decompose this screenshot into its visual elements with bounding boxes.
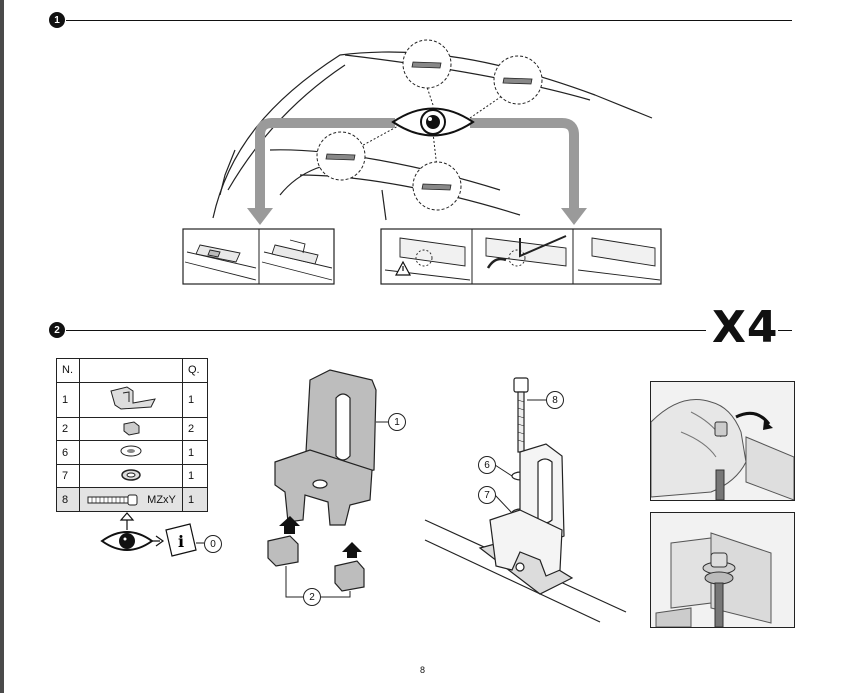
hand-tightening-illustration: [651, 382, 794, 500]
part-number: 7: [56, 463, 80, 489]
part-image: [79, 416, 183, 442]
eye-icon: [100, 531, 154, 551]
warning-icon: [394, 260, 412, 276]
parts-table-header: N. Q.: [56, 358, 208, 383]
table-row: 8 MZxY 1: [56, 487, 208, 512]
bracket-icon: [110, 386, 156, 410]
part-image: [79, 440, 183, 465]
bolt-closeup-illustration: [651, 513, 794, 627]
page-number: 8: [420, 665, 426, 675]
rubber-block-icon: [123, 421, 140, 436]
quantity-multiplier: X4: [712, 302, 779, 353]
callout-washer: 6: [478, 456, 496, 474]
info-manual-icon: i: [165, 523, 197, 557]
spring-washer-icon: [121, 468, 141, 481]
washer-icon: [120, 445, 142, 457]
callout-spring-washer: 7: [478, 486, 496, 504]
table-row: 2 2: [56, 416, 208, 442]
step-2-badge: 2: [49, 322, 65, 338]
step-2-rule: [66, 330, 706, 331]
bolt-size-label: MZxY: [147, 493, 176, 506]
table-row: 1 1: [56, 381, 208, 418]
eye-icon: [391, 107, 475, 137]
parts-table: N. Q. 1 1 2 2 6 1 7: [56, 358, 208, 512]
part-quantity: 1: [182, 487, 208, 512]
part-image: [79, 381, 183, 418]
header-item: [79, 358, 183, 383]
photo-tighten-top: [650, 381, 795, 501]
step-1-rule: [66, 20, 792, 21]
part-quantity: 1: [182, 381, 208, 418]
bolt-icon: [87, 494, 138, 506]
photo-tighten-bottom: [650, 512, 795, 628]
step-1-badge: 1: [49, 12, 65, 28]
step-2-rule-tail: [778, 330, 792, 331]
left-edge-rail: [0, 0, 4, 693]
callout-bracket: 1: [388, 413, 406, 431]
svg-text:i: i: [178, 532, 184, 551]
callout-bolt: 8: [546, 391, 564, 409]
callout-info: 0: [204, 535, 222, 553]
part-number: 8: [56, 487, 80, 512]
callout-blocks: 2: [303, 588, 321, 606]
part-image: MZxY: [79, 487, 183, 512]
